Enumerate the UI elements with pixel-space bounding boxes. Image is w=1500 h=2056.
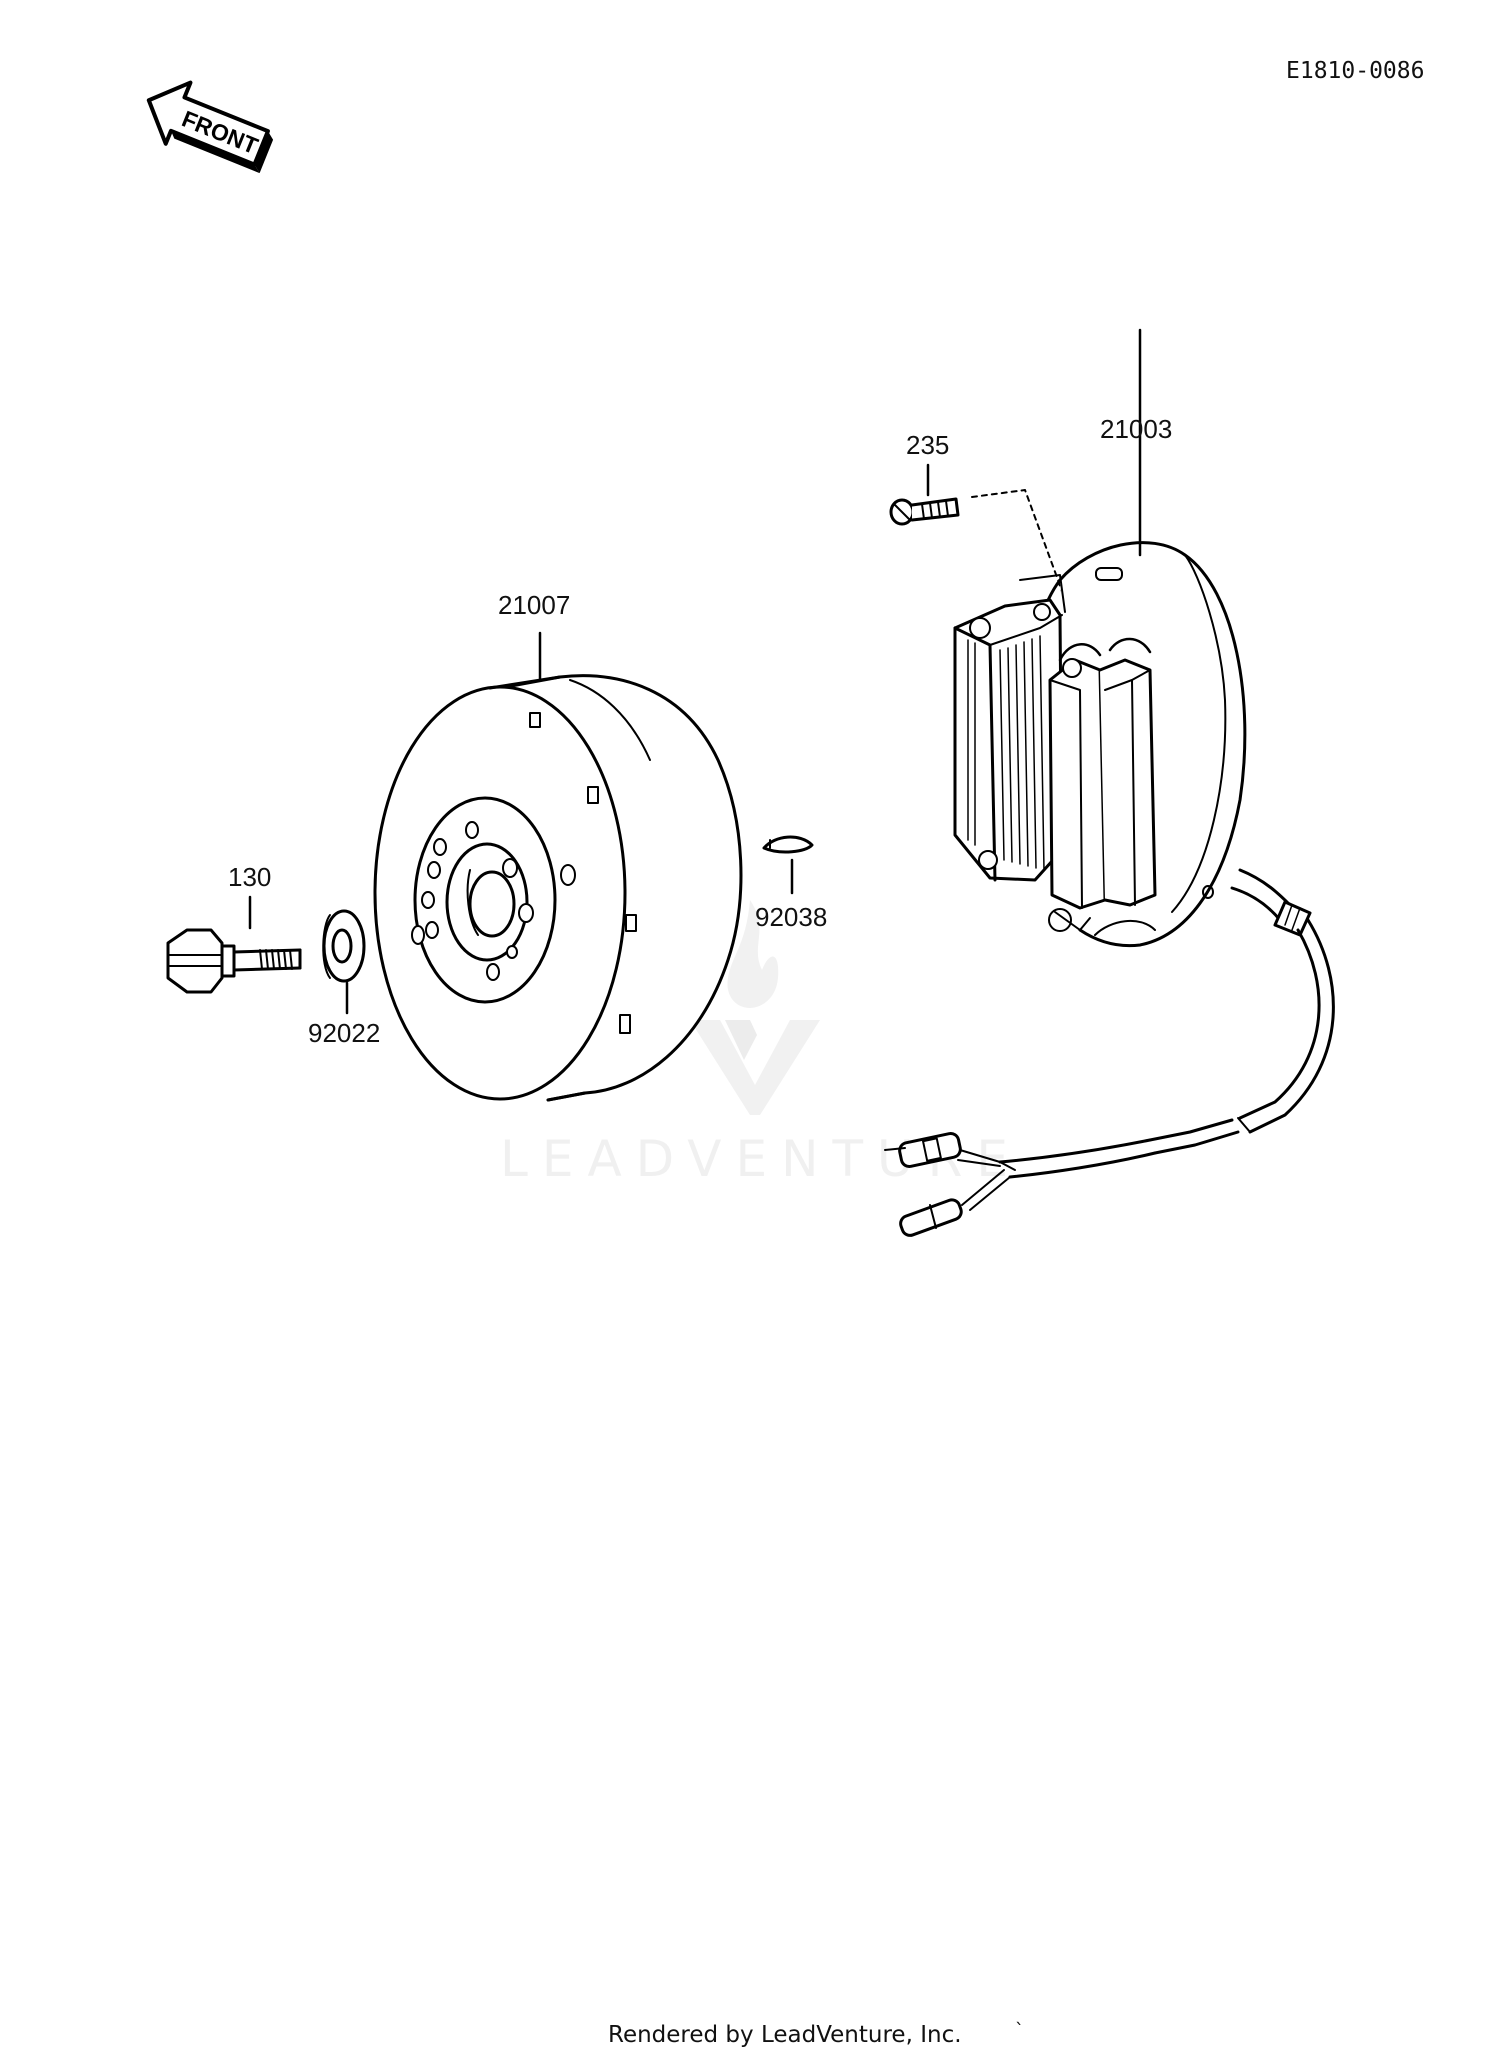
- stator-assembly-21003: [884, 541, 1335, 1237]
- part-label-21007[interactable]: 21007: [498, 590, 571, 620]
- woodruff-key-92038: [762, 835, 814, 854]
- part-label-235[interactable]: 235: [906, 430, 950, 460]
- part-label-21003[interactable]: 21003: [1100, 414, 1173, 444]
- footer-mark: `: [1015, 2020, 1024, 2041]
- footer-credit: Rendered by LeadVenture, Inc.: [608, 2022, 962, 2048]
- part-label-130[interactable]: 130: [228, 862, 272, 892]
- part-label-92022[interactable]: 92022: [308, 1018, 381, 1048]
- bolt-130: [166, 928, 302, 994]
- screw-235: [889, 497, 960, 526]
- flywheel-rotor-21007: [373, 674, 743, 1102]
- washer-92022: [322, 909, 366, 983]
- front-arrow-icon: FRONT: [146, 80, 274, 174]
- part-label-92038[interactable]: 92038: [755, 902, 828, 932]
- leadventure-logo-icon: [690, 900, 820, 1115]
- diagram-code: E1810-0086: [1286, 58, 1425, 84]
